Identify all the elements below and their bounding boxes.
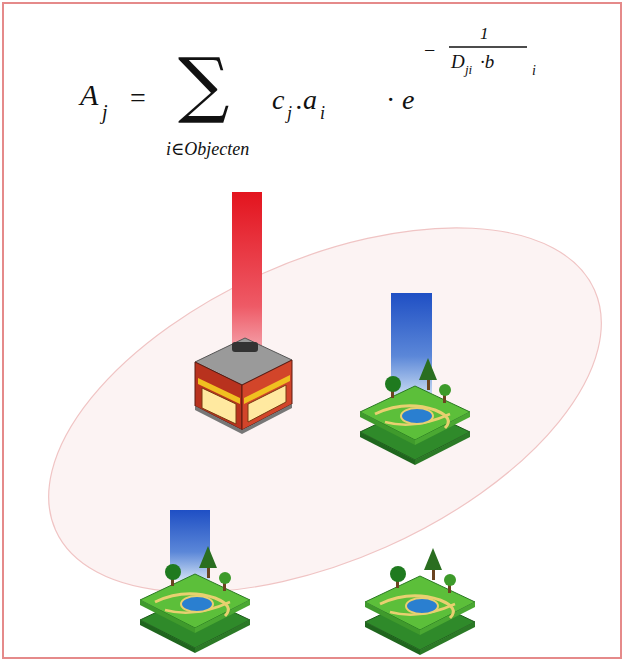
formula-term: 1: [480, 25, 489, 42]
shop-icon: [195, 338, 292, 434]
formula-term: ji: [465, 63, 472, 76]
formula-term: c: [272, 86, 284, 114]
formula-term: −: [424, 40, 435, 60]
formula-term: .a: [296, 86, 317, 114]
formula-term: A: [80, 80, 98, 110]
fraction-bar: [449, 46, 527, 47]
catchment-ellipse: [0, 153, 624, 663]
formula-term: i∈Objecten: [166, 140, 249, 158]
formula-term: =: [130, 84, 146, 112]
formula-term: ∑: [178, 48, 229, 120]
formula-term: ·b: [480, 52, 494, 71]
formula-term: i: [532, 64, 536, 78]
formula-term: e: [402, 86, 414, 114]
formula-term: j: [287, 104, 292, 122]
park-icon: [360, 358, 470, 465]
park-icon: [140, 546, 250, 653]
formula-term: ·: [386, 86, 395, 114]
formula-term: D: [451, 52, 465, 71]
park-icon: [365, 548, 475, 655]
formula-term: i: [320, 104, 325, 122]
formula-term: j: [102, 102, 108, 122]
